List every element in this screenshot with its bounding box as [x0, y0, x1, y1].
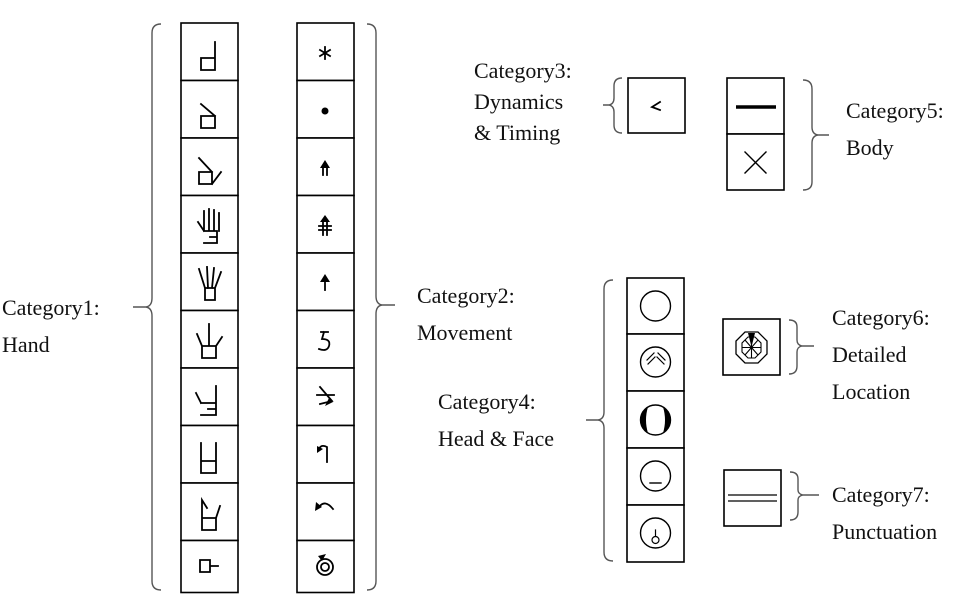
head-eyebrows-icon [626, 333, 685, 392]
category5-brace [802, 79, 829, 191]
category2-name: Movement [417, 320, 513, 345]
head-circle-icon [626, 277, 685, 335]
head-ears-icon [626, 390, 685, 449]
category6-name-line2: Location [832, 379, 911, 404]
category2-title: Category2: [417, 283, 515, 308]
category7-brace [789, 471, 819, 521]
category7-label: Category7: Punctuation [832, 476, 937, 550]
punctuation-double-line-icon [723, 469, 782, 527]
dynamics-tick-icon [627, 77, 686, 134]
category3-name-line1: Dynamics [474, 89, 564, 114]
category2-brace [366, 23, 395, 591]
category5-name: Body [846, 135, 894, 160]
circle-arrow-icon [296, 539, 355, 594]
category2-label: Category2: Movement [417, 277, 515, 351]
dynamics-symbol-column [627, 77, 686, 134]
category6-name-line1: Detailed [832, 342, 907, 367]
category4-title: Category4: [438, 389, 536, 414]
category3-name-line2: & Timing [474, 120, 561, 145]
arrow-up-double-icon [296, 194, 355, 254]
head-mouth-icon [626, 447, 685, 506]
category6-label: Category6: Detailed Location [832, 299, 930, 410]
location-symbol-column [722, 318, 781, 376]
punctuation-symbol-column [723, 469, 782, 527]
hand-claw-icon [180, 482, 239, 542]
body-symbol-column [726, 77, 785, 191]
hand-open-icon [180, 367, 239, 427]
category3-label: Category3: Dynamics & Timing [474, 55, 572, 148]
hand-bent-icon [180, 79, 239, 139]
hook-arrow-icon [296, 424, 355, 484]
head-symbol-column [626, 277, 685, 563]
category4-brace [586, 279, 614, 562]
hand-flat-icon [180, 22, 239, 82]
brace-group [133, 23, 829, 591]
category5-label: Category5: Body [846, 92, 944, 166]
category4-name: Head & Face [438, 426, 555, 451]
diagonal-arrow-icon [296, 367, 355, 427]
category4-label: Category4: Head & Face [438, 383, 554, 457]
movement-symbol-column [296, 22, 355, 594]
arc-arrow-icon [296, 482, 355, 542]
category1-label: Category1: Hand [2, 289, 100, 363]
hand-symbol-column [180, 22, 239, 594]
category6-brace [788, 319, 814, 375]
category1-brace [133, 23, 162, 591]
category1-title: Category1: [2, 295, 100, 320]
category3-brace [603, 77, 623, 134]
category7-name: Punctuation [832, 519, 938, 544]
category1-name: Hand [2, 332, 50, 357]
hand-cup-icon [180, 424, 239, 484]
arrow-up-icon [296, 252, 355, 312]
category7-title: Category7: [832, 482, 930, 507]
category6-title: Category6: [832, 305, 930, 330]
hand-spread-icon [180, 252, 239, 312]
category3-title: Category3: [474, 58, 572, 83]
category5-title: Category5: [846, 98, 944, 123]
hand-angled-icon [180, 137, 239, 197]
